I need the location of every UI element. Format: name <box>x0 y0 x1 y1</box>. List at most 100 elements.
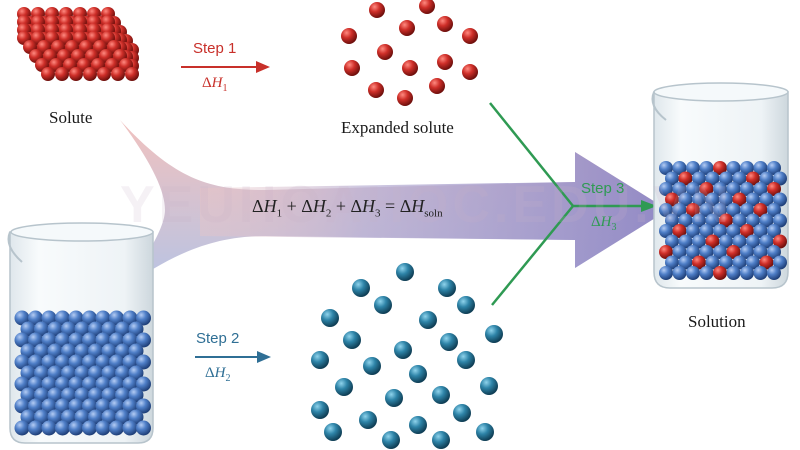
solution-solvent-particle <box>686 182 700 196</box>
solvent-particle <box>115 365 130 381</box>
solvent-particle <box>61 387 76 403</box>
solvent-particle <box>14 354 30 370</box>
expanded-solute-particle <box>462 64 478 80</box>
solution-solute-particle <box>665 192 679 207</box>
solvent-particle <box>74 343 90 359</box>
solvent-particle <box>74 321 90 337</box>
solution-solvent-particle <box>672 245 687 259</box>
solvent-particle <box>95 332 111 348</box>
solvent-particle <box>14 420 30 436</box>
solvent-particle <box>34 409 49 425</box>
solvent-particle <box>55 398 70 414</box>
expanded-solvent-particle <box>374 296 392 314</box>
expanded-solvent-particle <box>409 365 427 383</box>
solvent-particles <box>14 310 151 436</box>
solvent-particle <box>55 332 70 348</box>
solvent-particle <box>122 420 138 436</box>
solvent-particle <box>82 398 97 414</box>
enthalpy-equation: ΔH1 + ΔH2 + ΔH3 = ΔHsoln <box>252 196 443 220</box>
solvent-particle <box>122 354 138 370</box>
solvent-particle <box>14 310 30 326</box>
solution-solvent-particle <box>713 203 727 217</box>
solvent-particle <box>88 321 103 337</box>
expanded-solvent-particle <box>385 389 403 407</box>
expanded-solvent-particle <box>311 401 329 419</box>
solution-solvent-particle <box>740 161 754 175</box>
solution-solvent-particle <box>672 161 687 175</box>
solution-solvent-particle <box>719 255 733 270</box>
solvent-particle <box>101 365 117 381</box>
solution-solute-particle <box>767 182 781 196</box>
expanded-solvent-particle <box>453 404 471 422</box>
solution-solvent-particle <box>726 224 741 238</box>
solution-solvent-particle <box>753 161 768 175</box>
solvent-particle <box>55 354 70 370</box>
process-arrow <box>120 120 668 290</box>
solvent-particle <box>68 332 84 348</box>
expanded-solute-particle <box>402 60 418 76</box>
solution-solvent-particle <box>726 266 741 280</box>
solvent-particle <box>136 420 151 436</box>
solution-solvent-particle <box>659 224 673 238</box>
solution-solute-particle <box>705 234 720 249</box>
solution-solvent-particle <box>753 245 768 259</box>
expanded-solvent-particle <box>321 309 339 327</box>
solution-solute-particle <box>740 224 754 238</box>
solution-solvent-particle <box>719 192 733 207</box>
solvent-particle <box>128 321 144 337</box>
expanded-solvent-particle <box>476 423 494 441</box>
solvent-particle <box>47 387 63 403</box>
solution-solvent-particle <box>759 234 774 249</box>
solvent-particle <box>14 376 30 392</box>
solvent-particle <box>115 343 130 359</box>
solvent-particle <box>28 420 43 436</box>
solute-particle <box>69 67 83 81</box>
solution-solute-particle <box>686 203 700 217</box>
solvent-particle <box>14 398 30 414</box>
solution-solvent-particle <box>705 171 720 186</box>
solution-solute-particle <box>678 171 693 186</box>
solution-solvent-particle <box>699 245 714 259</box>
solvent-particle <box>28 376 43 392</box>
expanded-solvent-particle <box>382 431 400 449</box>
solution-solvent-particle <box>678 213 693 228</box>
solvent-particle <box>82 354 97 370</box>
solvent-particle <box>136 376 151 392</box>
solution-solvent-particle <box>672 182 687 196</box>
expanded-solvent-particle <box>432 386 450 404</box>
solution-solvent-particle <box>740 266 754 280</box>
step1-delta-h: ΔH1 <box>202 75 228 94</box>
expanded-solvent-particle <box>343 331 361 349</box>
solvent-particle <box>20 387 36 403</box>
solution-solvent-particle <box>699 224 714 238</box>
solution-solvent-particle <box>699 203 714 217</box>
solution-solvent-particle <box>767 161 781 175</box>
solvent-particle <box>122 376 138 392</box>
solution-solute-particle <box>719 213 733 228</box>
solvent-particle <box>136 332 151 348</box>
solution-solvent-particle <box>753 224 768 238</box>
solvent-particle <box>68 420 84 436</box>
solution-solvent-particle <box>759 192 774 207</box>
solution-solute-particle <box>732 192 747 207</box>
solvent-particle <box>68 354 84 370</box>
solute-particle <box>125 67 139 81</box>
solvent-particle <box>20 365 36 381</box>
solution-solvent-particle <box>759 171 774 186</box>
solvent-particle <box>88 409 103 425</box>
step1-label: Step 1 <box>193 40 237 57</box>
step1-arrow <box>181 61 270 73</box>
expanded-solvent-particle <box>311 351 329 369</box>
solution-solvent-particle <box>692 213 706 228</box>
solvent-particle <box>41 398 57 414</box>
solvent-particle <box>109 376 124 392</box>
solvent-particle <box>136 398 151 414</box>
solution-solvent-particle <box>767 224 781 238</box>
solvent-particle <box>136 310 151 326</box>
expanded-solvent-particle <box>419 311 437 329</box>
solution-beaker <box>651 82 789 289</box>
expanded-solute-particle <box>437 16 453 32</box>
solution-solvent-particle <box>659 182 673 196</box>
solution-solvent-particle <box>659 203 673 217</box>
